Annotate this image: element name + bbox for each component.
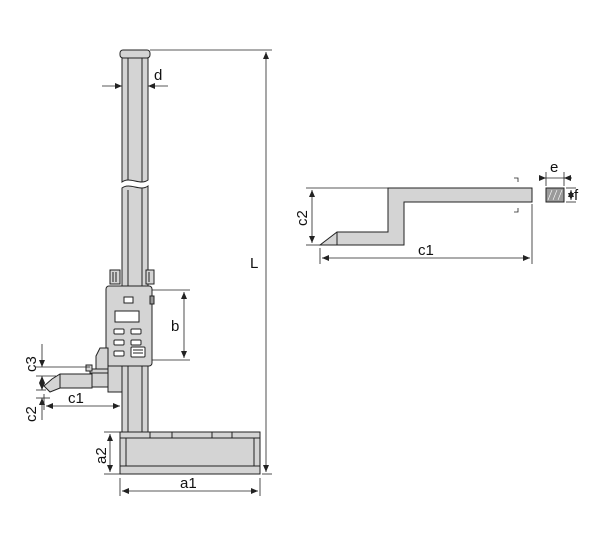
- height-gauge-view: [43, 49, 261, 475]
- column-upper: [121, 57, 149, 183]
- scriber-detail-view: [318, 177, 565, 246]
- display-button: [113, 328, 125, 335]
- display-indicator: [123, 296, 134, 304]
- digital-display-body: [105, 285, 153, 367]
- slider-clamp-left: [109, 269, 121, 285]
- scriber-clamp: [89, 368, 109, 388]
- left-dimension-labels: d L b c3 c1 c2 a2 a1: [23, 67, 258, 492]
- slider-clamp-right: [145, 269, 155, 285]
- scriber-tip: [43, 373, 93, 393]
- dim-label-f: f: [574, 187, 579, 204]
- dim-label-c1-detail: c1: [418, 242, 434, 259]
- base: [119, 431, 261, 475]
- display-button: [113, 350, 125, 357]
- right-dimensions: [306, 172, 576, 264]
- display-button: [130, 346, 146, 358]
- dim-label-d: d: [154, 67, 162, 84]
- scriber-detail-shape: [318, 187, 533, 246]
- dim-label-e: e: [550, 159, 558, 176]
- dim-label-c2: c2: [23, 406, 40, 422]
- display-side-knob: [149, 295, 155, 305]
- dim-label-c3: c3: [23, 356, 40, 372]
- dim-label-c2-detail: c2: [294, 210, 311, 226]
- dim-label-L: L: [250, 255, 258, 272]
- display-button: [130, 328, 142, 335]
- dim-label-a2: a2: [93, 447, 110, 464]
- display-button: [130, 339, 142, 346]
- display-screen: [114, 310, 140, 323]
- column-top-cap: [119, 49, 151, 59]
- slider-lower-link: [107, 365, 123, 393]
- display-button: [113, 339, 125, 346]
- dim-label-a1: a1: [180, 475, 197, 492]
- dim-label-b: b: [171, 318, 179, 335]
- right-dimension-labels: c2 c1 e f: [294, 159, 579, 259]
- left-dimensions: [36, 49, 272, 496]
- dim-label-c1: c1: [68, 390, 84, 407]
